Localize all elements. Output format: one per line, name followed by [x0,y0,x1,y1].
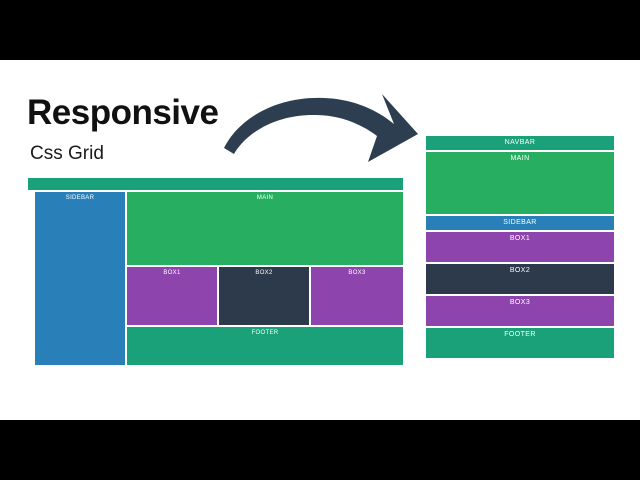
mobile-box1: BOX1 [426,232,614,262]
desktop-box2: BOX2 [219,267,309,325]
page-subtitle: Css Grid [30,143,104,164]
page-title: Responsive [27,93,219,132]
desktop-navbar [28,178,403,190]
desktop-main: MAIN [127,192,403,265]
mobile-navbar: NAVBAR [426,136,614,150]
mobile-box2: BOX2 [426,264,614,294]
mobile-box3: BOX3 [426,296,614,326]
desktop-box3-label: BOX3 [348,270,366,276]
letterbox-top-bar [0,0,640,60]
slide-canvas: Responsive Css Grid SIDEBAR MAIN BOX1 [0,60,640,420]
mobile-sidebar-label: SIDEBAR [503,219,537,226]
mobile-sidebar: SIDEBAR [426,216,614,230]
mobile-footer-label: FOOTER [504,331,536,338]
mobile-box3-label: BOX3 [509,299,531,306]
mobile-box1-label: BOX1 [509,235,531,242]
desktop-footer-label: FOOTER [251,330,279,336]
desktop-wireframe: SIDEBAR MAIN BOX1 BOX2 BOX3 FOOTER [28,178,403,368]
mobile-wireframe: NAVBAR MAIN SIDEBAR BOX1 BOX2 BOX3 FOOTE… [426,136,614,358]
desktop-box2-label: BOX2 [255,270,273,276]
desktop-main-label: MAIN [256,195,274,201]
desktop-box1-label: BOX1 [163,270,181,276]
desktop-sidebar: SIDEBAR [35,192,125,365]
mobile-navbar-label: NAVBAR [504,139,536,146]
letterbox-bottom-bar [0,420,640,480]
desktop-footer: FOOTER [127,327,403,365]
desktop-box1: BOX1 [127,267,217,325]
mobile-main: MAIN [426,152,614,214]
desktop-box3: BOX3 [311,267,403,325]
desktop-navbar-label [28,178,403,181]
curved-arrow-right-icon [218,82,423,177]
mobile-main-label: MAIN [510,155,530,162]
mobile-box2-label: BOX2 [509,267,531,274]
mobile-footer: FOOTER [426,328,614,358]
desktop-sidebar-label: SIDEBAR [65,195,95,201]
